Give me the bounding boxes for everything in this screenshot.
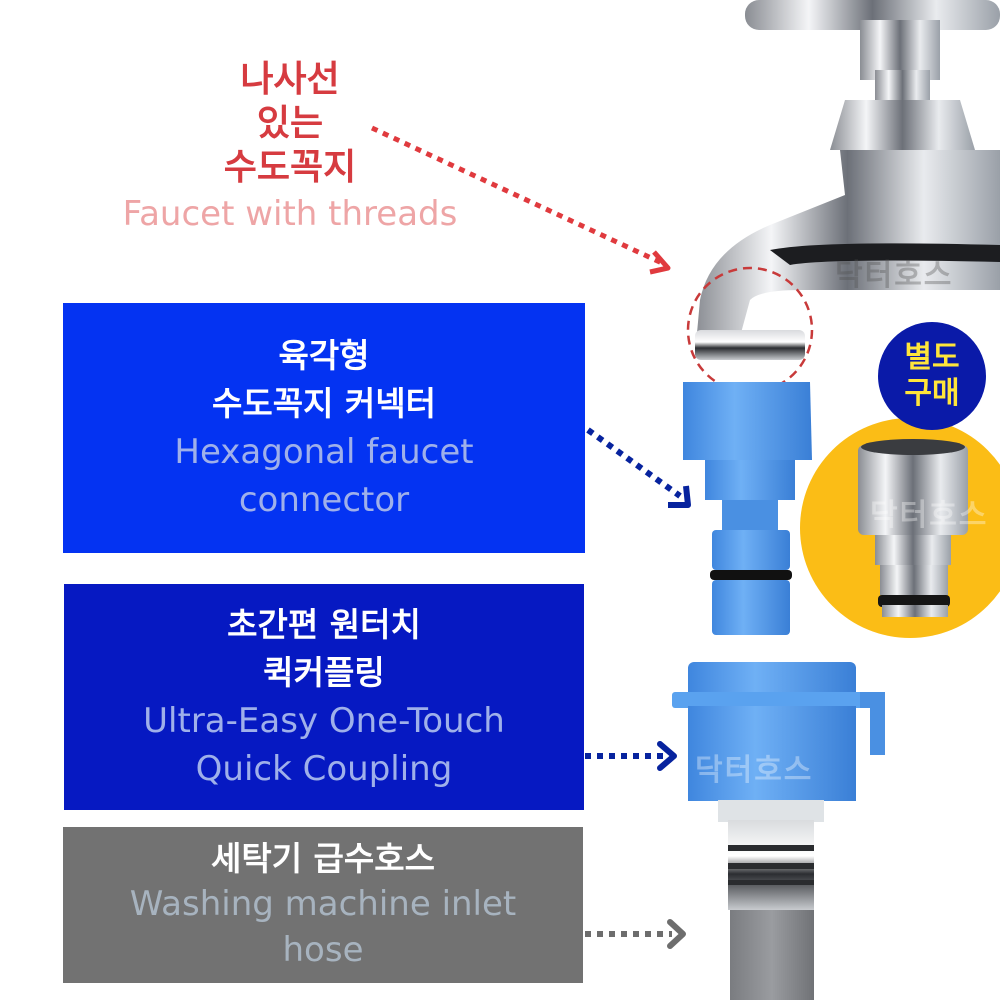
inlet-hose-box: 세탁기 급수호스 Washing machine inlet hose <box>63 827 583 983</box>
inlet-hose-en-1: Washing machine inlet <box>129 884 517 924</box>
sold-separately-badge: 별도 구매 <box>878 322 986 430</box>
arrow-hex-connector-icon <box>586 427 691 508</box>
faucet-image <box>695 0 1000 360</box>
metal-connector-image <box>858 439 968 617</box>
hex-connector-en-1: Hexagonal faucet <box>174 432 474 472</box>
hex-connector-en-2: connector <box>238 480 410 520</box>
arrow-faucet-icon <box>370 125 671 275</box>
arrow-inlet-hose-icon <box>585 919 686 949</box>
hex-connector-ko-2: 수도꼭지 커넥터 <box>211 384 436 423</box>
inlet-hose-ko: 세탁기 급수호스 <box>210 839 435 878</box>
watermark-1: 닥터호스 <box>835 258 954 293</box>
badge-line2: 구매 <box>904 376 960 411</box>
quick-coupling-ko-2: 퀵커플링 <box>263 653 385 692</box>
watermark-3: 닥터호스 <box>695 753 814 788</box>
hex-connector-ko-1: 육각형 <box>278 336 370 375</box>
faucet-label: 나사선 있는 수도꼭지 Faucet with threads <box>80 58 500 236</box>
faucet-label-ko-2: 있는 <box>256 103 324 144</box>
faucet-label-ko-1: 나사선 <box>240 59 340 100</box>
quick-coupling-box: 초간편 원터치 퀵커플링 Ultra-Easy One-Touch Quick … <box>64 584 584 810</box>
faucet-label-en: Faucet with threads <box>122 194 458 234</box>
arrow-quick-coupling-icon <box>585 741 677 771</box>
hose-image <box>728 820 814 1000</box>
quick-coupling-en-1: Ultra-Easy One-Touch <box>143 701 505 741</box>
quick-coupling-en-2: Quick Coupling <box>195 749 453 789</box>
watermark-2: 닥터호스 <box>870 498 989 533</box>
quick-coupling-image <box>672 662 885 822</box>
quick-coupling-ko-1: 초간편 원터치 <box>227 605 421 644</box>
inlet-hose-en-2: hose <box>282 930 364 970</box>
hex-connector-image <box>683 382 812 635</box>
badge-line1: 별도 <box>904 340 960 375</box>
faucet-label-ko-3: 수도꼭지 <box>223 147 357 188</box>
hex-connector-box: 육각형 수도꼭지 커넥터 Hexagonal faucet connector <box>63 303 585 553</box>
